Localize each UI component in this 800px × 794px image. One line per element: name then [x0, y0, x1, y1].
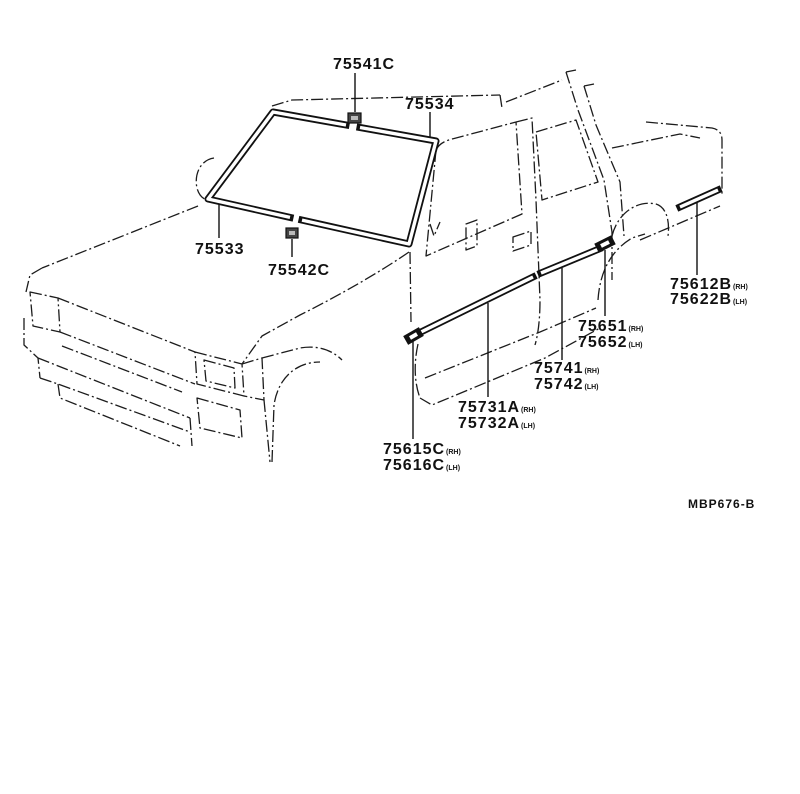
- part-number-label: 75731A(RH): [458, 399, 536, 416]
- side-marker: (RH): [733, 284, 748, 291]
- front-bumper-end: [189, 417, 193, 447]
- part-number-label: 75533: [195, 241, 245, 258]
- cab-top-rear: [565, 69, 595, 87]
- side-marker: (LH): [629, 342, 643, 349]
- front-valence: [57, 383, 181, 447]
- diagram-code: MBP676-B: [688, 497, 755, 511]
- windshield-molding-lower: [204, 108, 351, 222]
- rear-door-window: [535, 119, 599, 201]
- rear-wheel-arch: [611, 202, 670, 237]
- part-number-label: 75652(LH): [578, 334, 643, 351]
- side-marker: (RH): [521, 407, 536, 414]
- rear-end-molding-piece: [594, 235, 616, 253]
- rear-door-side-molding: [536, 244, 604, 278]
- c-pillar-front: [565, 71, 613, 233]
- part-number-label: 75541C: [333, 56, 395, 73]
- far-side-pillar: [195, 157, 215, 202]
- front-bumper-bottom: [39, 377, 191, 433]
- front-fender-front: [263, 399, 271, 463]
- grille-bottom-line: [59, 331, 196, 385]
- hood-left-edge: [41, 205, 199, 269]
- front-corner: [241, 357, 265, 401]
- side-marker: (LH): [446, 465, 460, 472]
- roof-corner: [499, 94, 503, 109]
- hood-right-edge: [241, 251, 410, 365]
- molding-clip-lower: [285, 227, 299, 239]
- front-door-lower-edge: [414, 343, 421, 399]
- windshield-molding-upper: [297, 123, 440, 248]
- side-marker: (LH): [585, 384, 599, 391]
- bed-side-lower: [639, 205, 721, 241]
- front-bumper-top: [37, 357, 191, 419]
- side-marker: (RH): [446, 449, 461, 456]
- side-marker: (LH): [733, 299, 747, 306]
- front-bumper-left: [23, 318, 41, 379]
- front-door-side-molding: [416, 272, 538, 337]
- hood-front-corner: [25, 267, 43, 293]
- door-lock-knob: [465, 219, 478, 251]
- part-number-label: 75732A(LH): [458, 415, 535, 432]
- side-marker: (RH): [629, 326, 644, 333]
- grille-top-line: [57, 297, 196, 353]
- front-door-vent-mark: [429, 221, 441, 237]
- side-marker: (LH): [521, 423, 535, 430]
- molding-clip-upper: [347, 112, 362, 124]
- vehicle-body-outline: [23, 69, 723, 463]
- front-wheel-arch: [271, 361, 321, 463]
- side-marker: (RH): [585, 368, 600, 375]
- part-number-label: 75542C: [268, 262, 330, 279]
- b-pillar: [515, 117, 541, 346]
- grille-lower-line: [61, 345, 183, 393]
- front-end-molding-piece: [403, 327, 424, 345]
- part-number-labels: 75541C 75534 75533 75542C 75612B(RH) 756…: [195, 56, 755, 511]
- rocker-upper-line: [424, 307, 597, 379]
- right-headlight-lens: [203, 359, 236, 389]
- door-handle: [512, 230, 532, 252]
- part-number-label: 75615C(RH): [383, 441, 461, 458]
- part-number-label: 75616C(LH): [383, 457, 460, 474]
- front-fender-rear: [409, 251, 412, 323]
- part-number-label: 75651(RH): [578, 318, 643, 335]
- leader-lines: [218, 73, 698, 439]
- part-number-label: 75534: [405, 96, 455, 113]
- roof-rear-line: [505, 79, 563, 103]
- front-fender-top: [261, 346, 343, 361]
- roof-line: [271, 94, 501, 107]
- part-number-label: 75622B(LH): [670, 291, 747, 308]
- bed-side-rail: [611, 133, 701, 149]
- part-number-label: 75742(LH): [534, 376, 599, 393]
- bed-side-molding: [675, 185, 723, 212]
- c-pillar-rear: [583, 85, 625, 237]
- fog-light: [196, 397, 243, 439]
- rear-fender-front: [597, 233, 646, 301]
- part-number-label: 75741(RH): [534, 360, 599, 377]
- part-number-label: 75612B(RH): [670, 276, 748, 293]
- bed-top-rail: [645, 121, 723, 196]
